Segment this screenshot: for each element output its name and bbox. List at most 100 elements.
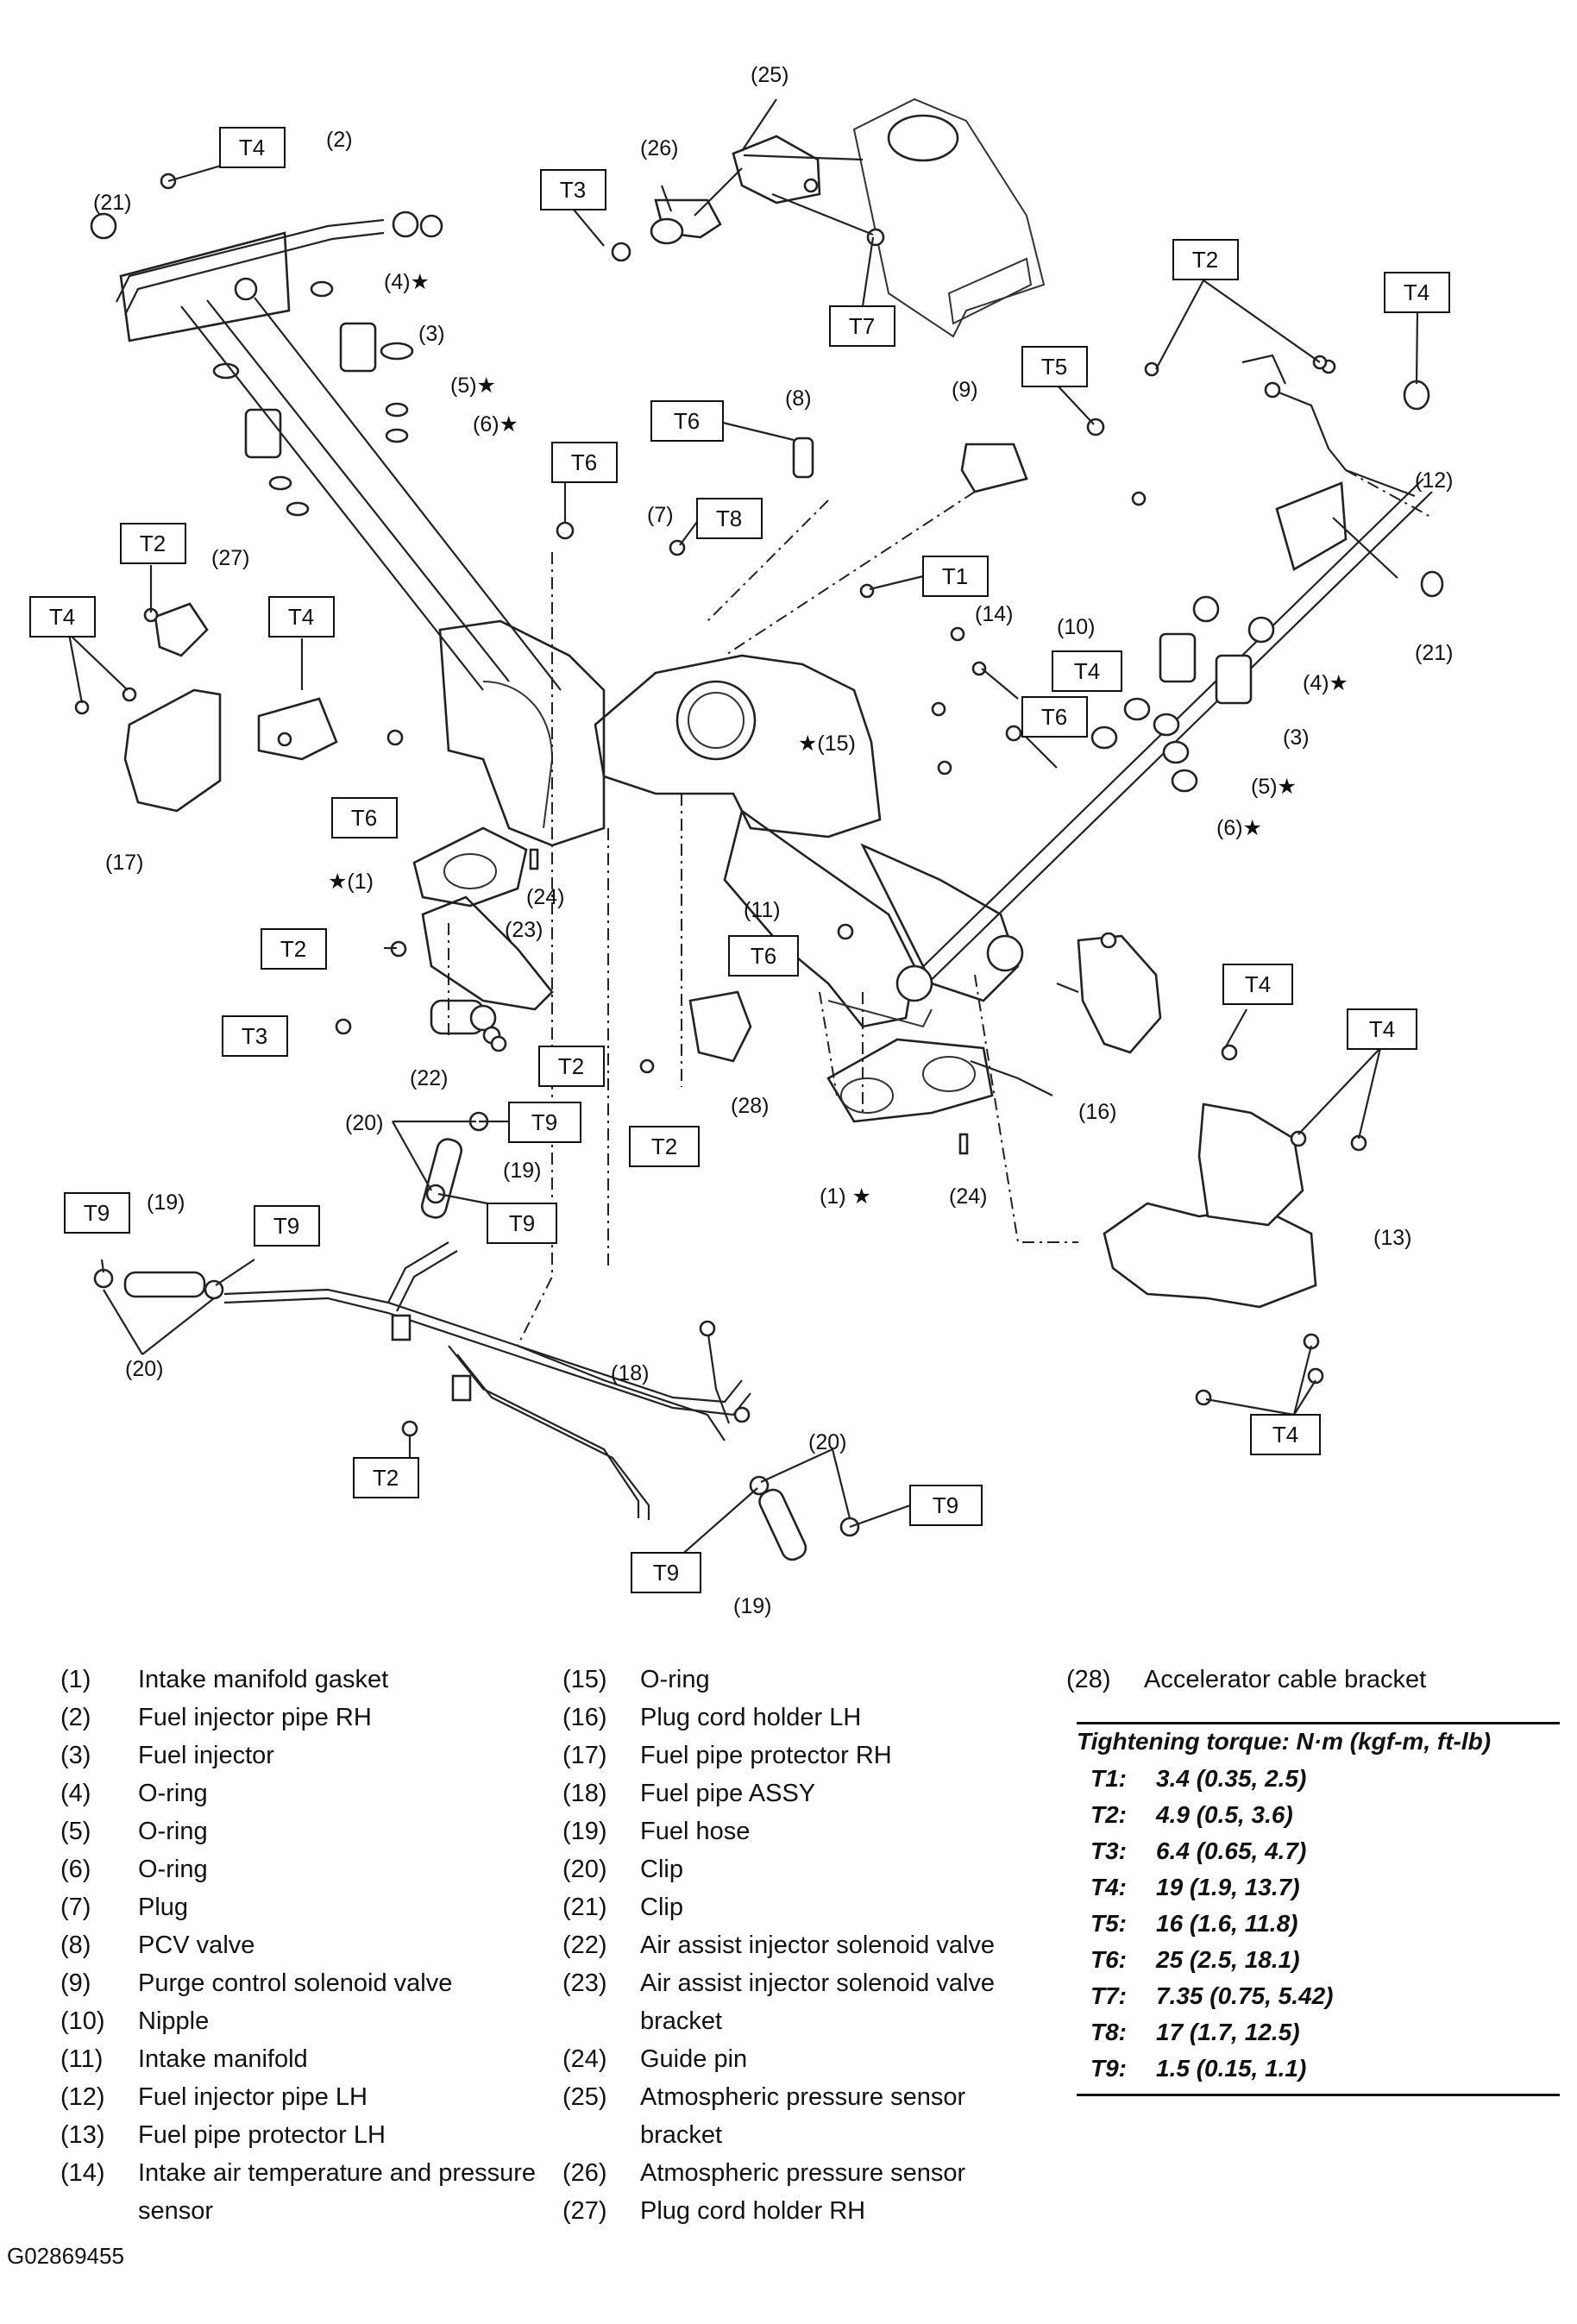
legend-item-number: (1) — [60, 1666, 91, 1693]
legend-item-number: (5) — [60, 1818, 91, 1845]
torque-box-t4-plug-cord: T4 — [1222, 964, 1293, 1005]
legend-item-text: PCV valve — [138, 1931, 255, 1959]
torque-box-t6-pcv: T6 — [650, 400, 724, 442]
legend-item-text: Plug cord holder RH — [640, 2197, 866, 2225]
torque-box-t6-manifold: T6 — [728, 935, 799, 977]
svg-text:T6: T6 — [351, 805, 377, 831]
torque-box-t2-fuel-pipe: T2 — [353, 1457, 419, 1498]
callout-19-bottom: (19) — [733, 1594, 771, 1618]
legend-item: (4)O-ring — [60, 1774, 543, 1812]
legend-item-number: (21) — [562, 1894, 607, 1921]
callout-26: (26) — [640, 136, 678, 160]
legend-item: (12)Fuel injector pipe LH — [60, 2078, 543, 2116]
legend-item: (25)Atmospheric pressure sensor bracket — [562, 2078, 1046, 2154]
legend-item: (22)Air assist injector solenoid valve — [562, 1926, 1046, 1964]
callout-22: (22) — [410, 1066, 448, 1090]
torque-box-t2-solenoid: T2 — [538, 1046, 605, 1087]
svg-text:T3: T3 — [242, 1023, 267, 1049]
svg-text:T4: T4 — [1369, 1016, 1395, 1042]
torque-value: 1.5 (0.15, 1.1) — [1156, 2055, 1307, 2082]
torque-key: T2: — [1090, 1801, 1127, 1828]
torque-row: T1: 3.4 (0.35, 2.5) — [1077, 1761, 1560, 1797]
torque-row: T4:19 (1.9, 13.7) — [1077, 1869, 1560, 1906]
callout-9: (9) — [952, 378, 978, 402]
legend-item-text: Plug cord holder LH — [640, 1704, 862, 1731]
svg-text:T9: T9 — [653, 1560, 679, 1586]
callout-12: (12) — [1415, 468, 1453, 493]
svg-text:T3: T3 — [560, 177, 586, 203]
legend-item-text: Plug — [138, 1894, 189, 1921]
torque-box-t3-top: T3 — [540, 169, 606, 210]
torque-row: T7:7.35 (0.75, 5.42) — [1077, 1978, 1560, 2014]
svg-text:T4: T4 — [1245, 971, 1271, 997]
torque-value: 3.4 (0.35, 2.5) — [1156, 1765, 1307, 1792]
torque-key: T5: — [1090, 1910, 1127, 1937]
legend-item-number: (12) — [60, 2083, 105, 2111]
callout-10: (10) — [1057, 615, 1095, 639]
legend-item-text: Fuel pipe ASSY — [640, 1780, 816, 1807]
torque-box-t5: T5 — [1021, 346, 1088, 387]
torque-box-t9-bottom: T9 — [631, 1552, 701, 1593]
callout-5-right: (5)★ — [1251, 775, 1297, 799]
torque-row: T3:6.4 (0.65, 4.7) — [1077, 1833, 1560, 1869]
torque-row: T8:17 (1.7, 12.5) — [1077, 2014, 1560, 2051]
svg-text:T6: T6 — [571, 449, 597, 475]
torque-key: T4: — [1090, 1874, 1127, 1900]
torque-box-t2-cable-bracket: T2 — [629, 1126, 700, 1167]
torque-box-t7: T7 — [829, 305, 895, 347]
callout-18: (18) — [611, 1361, 649, 1385]
legend-item: (21)Clip — [562, 1888, 1046, 1926]
legend-item-number: (14) — [60, 2159, 105, 2187]
torque-box-t9-left-hose: T9 — [254, 1205, 320, 1247]
torque-value: 4.9 (0.5, 3.6) — [1156, 1801, 1293, 1828]
legend-item-number: (6) — [60, 1856, 91, 1883]
callout-3-upper: (3) — [418, 322, 445, 346]
callout-14: (14) — [975, 602, 1013, 626]
svg-text:T2: T2 — [373, 1465, 399, 1491]
svg-text:T2: T2 — [280, 936, 306, 962]
torque-box-t4-nipple: T4 — [1052, 650, 1122, 692]
legend-item-number: (26) — [562, 2159, 607, 2187]
callout-20-bottom: (20) — [808, 1430, 846, 1454]
torque-value: 25 (2.5, 18.1) — [1156, 1946, 1300, 1973]
exploded-parts-diagram: T4 T3 T7 T2 T4 T6 T5 T6 T8 T2 T1 T4 T4 T… — [29, 63, 1453, 1618]
legend-item: (27) Plug cord holder RH — [562, 2192, 1046, 2230]
legend-item-number: (10) — [60, 2007, 105, 2035]
callout-11: (11) — [744, 898, 781, 922]
torque-box-t6-lower-left: T6 — [331, 797, 398, 839]
legend-item-number: (15) — [562, 1666, 607, 1693]
callout-23: (23) — [505, 918, 543, 942]
legend-item-text: Intake air temperature and pressure sens… — [138, 2159, 537, 2225]
svg-text:T4: T4 — [288, 604, 314, 630]
torque-key: T9: — [1090, 2055, 1127, 2082]
svg-text:T6: T6 — [674, 408, 700, 434]
torque-table-header: Tightening torque: N·m (kgf-m, ft-lb) — [1077, 1722, 1560, 1756]
legend-item-text: O-ring — [138, 1856, 208, 1883]
legend-item: (20)Clip — [562, 1850, 1046, 1888]
legend-item-number: (7) — [60, 1894, 91, 1921]
legend-item-text: Intake manifold gasket — [138, 1666, 389, 1693]
torque-box-t3-lower: T3 — [222, 1015, 288, 1057]
svg-text:T2: T2 — [651, 1134, 677, 1159]
legend-item: (2)Fuel injector pipe RH — [60, 1699, 543, 1737]
legend-item: (9)Purge control solenoid valve — [60, 1964, 543, 2002]
svg-text:T9: T9 — [509, 1210, 535, 1236]
torque-box-t6-right: T6 — [1021, 696, 1088, 738]
legend-item: (15)O-ring — [562, 1661, 1046, 1699]
callout-21-upper: (21) — [93, 191, 131, 215]
torque-row: T9: 1.5 (0.15, 1.1) — [1077, 2051, 1560, 2087]
callout-19-left: (19) — [147, 1190, 185, 1215]
torque-box-t6-center: T6 — [551, 442, 618, 483]
legend-item: (24)Guide pin — [562, 2040, 1046, 2078]
parts-legend-column-1: (1) Intake manifold gasket (2)Fuel injecto… — [60, 1661, 543, 2230]
callout-21-right: (21) — [1415, 641, 1453, 665]
legend-item-number: (27) — [562, 2197, 607, 2225]
svg-text:T4: T4 — [1404, 280, 1429, 305]
torque-key: T1: — [1090, 1765, 1127, 1792]
torque-box-t4-top-right: T4 — [1384, 272, 1450, 313]
legend-item-number: (23) — [562, 1969, 607, 1997]
svg-text:T2: T2 — [1192, 247, 1218, 273]
torque-box-t9-lower-clip: T9 — [487, 1203, 557, 1244]
torque-box-t4-protector-top: T4 — [1347, 1008, 1417, 1050]
callout-24-right: (24) — [949, 1184, 987, 1209]
